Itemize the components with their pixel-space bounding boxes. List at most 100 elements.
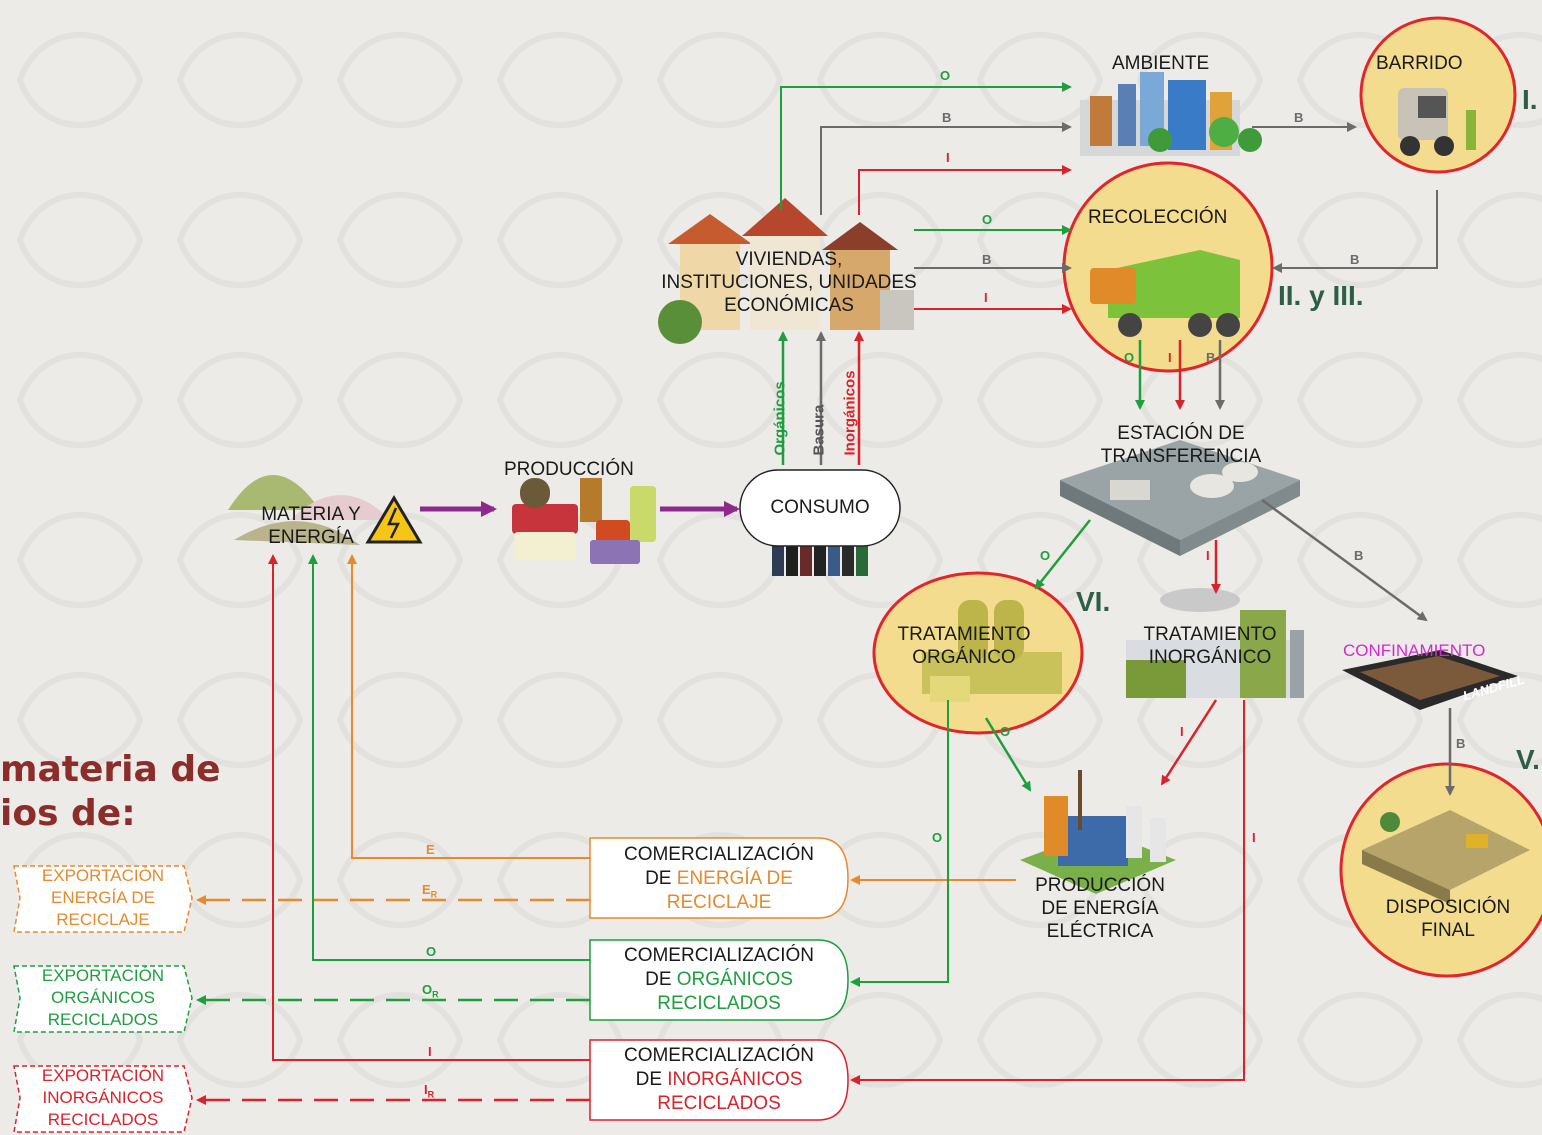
flow-label-o-trat: O (1040, 548, 1051, 563)
consumo-label: CONSUMO (770, 497, 870, 518)
comercializacion-organicos-box (589, 939, 849, 1021)
arrow-inorganico-energia (1160, 699, 1218, 786)
flow-label-b-ambiente: B (942, 110, 952, 125)
flow-label-o-back: O (426, 944, 437, 959)
comercializacion-inorganicos-line-2: DE INORGÁNICOS (594, 1068, 844, 1092)
flow-label-er: ER (422, 882, 437, 900)
export-energia-line-1: EXPORTACIÓN (41, 866, 165, 885)
export-energia-line-2: ENERGÍA DE (51, 888, 155, 907)
consumo-node (739, 469, 901, 547)
materia-label: MATERIA Y ENERGÍA (246, 503, 376, 549)
arrow-organico-comercializacion (850, 700, 949, 987)
arrow-organicos-ambiente (780, 82, 1072, 210)
trat-inorganico-illustration (1126, 588, 1304, 698)
arrow-organico-energia (984, 717, 1032, 792)
prod-energia-line-1: PRODUCCIÓN (1035, 875, 1165, 896)
trat-inorganico-line-2: INORGÁNICO (1148, 647, 1272, 668)
basura-vertical-label: Basura (810, 404, 828, 456)
flow-label-ir: IR (424, 1082, 434, 1100)
arrow-i-materia (268, 554, 590, 1061)
side-title-line-1: materia de (0, 749, 221, 790)
comercializacion-energia-text: COMERCIALIZACIÓN DE ENERGÍA DE RECICLAJE (594, 843, 844, 915)
flow-label-i-ambiente: I (946, 150, 950, 165)
export-inorganicos-line-2: INORGÁNICOS (42, 1088, 164, 1107)
flow-label-i-trat: I (1206, 548, 1210, 563)
organicos-vertical-label: Orgánicos (771, 381, 789, 456)
produccion-label: PRODUCCIÓN (504, 459, 634, 480)
estacion-line-1: ESTACIÓN DE (1117, 423, 1245, 444)
comercializacion-energia-highlight: ENERGÍA DE (676, 868, 793, 889)
recoleccion-circle (1062, 161, 1274, 373)
comercializacion-inorganicos-box (589, 1039, 849, 1121)
flow-label-or: OR (422, 982, 439, 1000)
flow-label-i-recoleccion: I (984, 290, 988, 305)
arrow-e-materia (347, 554, 590, 859)
flow-label-o-comercial: O (932, 830, 943, 845)
arrow-est-confinamiento (1261, 498, 1428, 622)
comercializacion-energia-box (589, 837, 849, 919)
export-inorganicos-line-3: RECICLADOS (47, 1110, 159, 1129)
flow-label-i-estacion: I (1168, 350, 1172, 365)
export-energia-text: EXPORTACIÓN ENERGÍA DE RECICLAJE (20, 865, 186, 931)
barrido-label: BARRIDO (1376, 53, 1463, 74)
flow-label-b-disp: B (1456, 736, 1466, 751)
comercializacion-inorganicos-prefix: DE (635, 1069, 668, 1090)
trat-inorganico-label: TRATAMIENTO INORGÁNICO (1130, 623, 1290, 669)
flow-label-e: E (426, 842, 435, 857)
arrow-barrido-recoleccion (1272, 190, 1438, 273)
flow-label-er-sub: R (430, 889, 438, 900)
comercializacion-organicos-prefix: DE (645, 969, 677, 990)
materia-illustration (228, 475, 423, 545)
comercializacion-inorganicos-highlight: INORGÁNICOS (667, 1069, 803, 1090)
export-energia-box (13, 865, 193, 933)
flow-label-b-recoleccion: B (982, 252, 992, 267)
export-energia-line-3: RECICLAJE (56, 910, 150, 929)
flow-label-b-barrido: B (1294, 110, 1304, 125)
comercializacion-organicos-text: COMERCIALIZACIÓN DE ORGÁNICOS RECICLADOS (594, 944, 844, 1016)
export-organicos-line-1: EXPORTACIÓN (41, 966, 165, 985)
flow-label-i-back: I (428, 1044, 432, 1059)
export-inorganicos-text: EXPORTACIÓN INORGÁNICOS RECICLADOS (20, 1065, 186, 1131)
comercializacion-organicos-highlight: ORGÁNICOS (676, 969, 793, 990)
flow-label-o-energia: O (1000, 724, 1011, 739)
roman-vi: VI. (1076, 586, 1111, 617)
comercializacion-energia-prefix: DE (645, 868, 677, 889)
flow-label-b-conf: B (1354, 548, 1364, 563)
estacion-label: ESTACIÓN DE TRANSFERENCIA (1084, 422, 1278, 468)
landfill-illustration (1342, 650, 1518, 710)
flow-label-ir-sub: R (427, 1089, 435, 1100)
flow-label-i-comercial: I (1252, 830, 1256, 845)
trat-organico-line-1: TRATAMIENTO (897, 624, 1031, 645)
disposicion-circle (1339, 762, 1542, 978)
arrow-o-materia (308, 554, 590, 961)
viviendas-line-2: INSTITUCIONES, UNIDADES (661, 272, 917, 293)
comercializacion-energia-line-1: COMERCIALIZACIÓN (623, 844, 815, 865)
export-inorganicos-line-1: EXPORTACIÓN (41, 1066, 165, 1085)
flow-label-b-barrido-rec: B (1350, 252, 1360, 267)
flow-label-ir-letter: I (424, 1082, 428, 1097)
export-organicos-text: EXPORTACIÓN ORGÁNICOS RECICLADOS (20, 965, 186, 1031)
materia-line-1: MATERIA Y (261, 504, 361, 525)
prod-energia-line-2: DE ENERGÍA (1041, 898, 1159, 919)
arrow-inorganico-comercializacion (850, 700, 1245, 1085)
flow-label-or-sub: R (432, 989, 439, 1000)
side-title: materia de ios de: (0, 748, 221, 836)
flow-label-i-energia: I (1180, 724, 1184, 739)
comercializacion-organicos-line-2: DE ORGÁNICOS (594, 968, 844, 992)
viviendas-line-3: ECONÓMICAS (724, 295, 854, 316)
trat-organico-line-2: ORGÁNICO (912, 647, 1016, 668)
comercializacion-energia-line-3: RECICLAJE (666, 892, 772, 913)
comercializacion-organicos-line-1: COMERCIALIZACIÓN (623, 945, 815, 966)
export-inorganicos-box (13, 1065, 193, 1133)
inorganicos-vertical-label: Inorgánicos (841, 370, 859, 456)
recoleccion-label: RECOLECCIÓN (1088, 207, 1228, 228)
materia-line-2: ENERGÍA (268, 527, 354, 548)
flow-label-or-letter: O (422, 982, 433, 997)
arrow-est-organico (1034, 519, 1091, 590)
flow-label-o-recoleccion: O (982, 212, 993, 227)
comercializacion-energia-line-2: DE ENERGÍA DE (594, 867, 844, 891)
export-organicos-line-2: ORGÁNICOS (51, 988, 155, 1007)
comercializacion-organicos-line-3: RECICLADOS (657, 993, 781, 1014)
